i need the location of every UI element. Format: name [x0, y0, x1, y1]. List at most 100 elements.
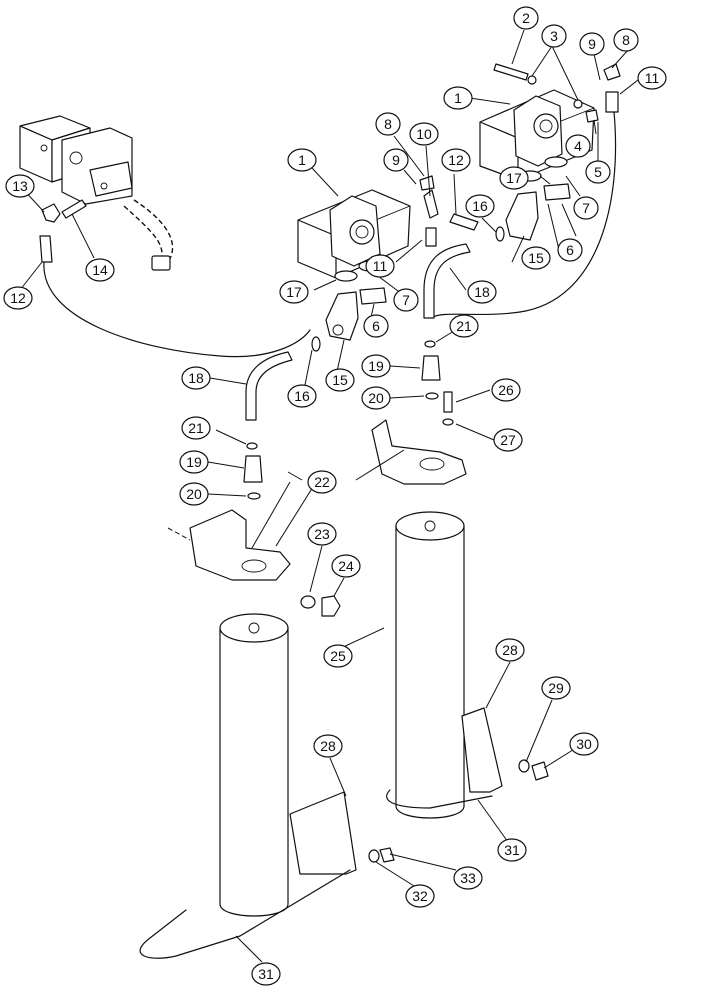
svg-text:2: 2	[522, 10, 530, 26]
callout-26: 26	[491, 378, 521, 402]
callout-2: 2	[513, 6, 539, 30]
svg-text:19: 19	[186, 454, 202, 470]
svg-text:8: 8	[622, 32, 630, 48]
callout-1-mid: 1	[287, 148, 317, 172]
washer-3b	[573, 99, 583, 109]
washer-23	[300, 595, 316, 609]
callout-31-right: 31	[497, 838, 527, 862]
svg-text:8: 8	[384, 116, 392, 132]
nut-30	[531, 761, 549, 781]
svg-text:24: 24	[338, 558, 354, 574]
callout-24: 24	[331, 554, 361, 578]
callout-18-right: 18	[467, 280, 497, 304]
svg-text:22: 22	[314, 474, 330, 490]
callout-27: 27	[493, 428, 523, 452]
elbow-15-right	[505, 191, 539, 241]
callout-19-left: 19	[179, 450, 209, 474]
callout-29: 29	[541, 676, 571, 700]
svg-text:4: 4	[574, 138, 582, 154]
callout-9-right: 9	[579, 32, 605, 56]
solenoid-valve	[19, 115, 133, 205]
callout-30: 30	[569, 732, 599, 756]
callout-6-mid: 6	[363, 314, 389, 338]
o-ring-20-right	[425, 392, 439, 400]
bracket-22-left	[189, 509, 291, 581]
svg-text:32: 32	[412, 888, 428, 904]
callout-7-right: 7	[573, 196, 599, 220]
washer-27	[442, 418, 454, 426]
bolt-2	[493, 63, 529, 81]
callout-28-right: 28	[495, 638, 525, 662]
svg-text:28: 28	[502, 642, 518, 658]
svg-text:1: 1	[298, 152, 306, 168]
svg-text:21: 21	[456, 318, 472, 334]
svg-text:27: 27	[500, 432, 516, 448]
callout-15-mid: 15	[325, 368, 355, 392]
plug-6-mid	[359, 287, 387, 305]
u-bolt-31-right	[386, 789, 493, 809]
callout-11-right: 11	[637, 66, 667, 90]
svg-text:18: 18	[188, 370, 204, 386]
svg-text:23: 23	[314, 526, 330, 542]
callout-4: 4	[565, 134, 591, 158]
u-bolt-31-left	[139, 869, 351, 959]
fitting-12-left	[39, 235, 53, 263]
callout-15-right: 15	[521, 246, 551, 270]
svg-text:15: 15	[332, 372, 348, 388]
callout-25: 25	[323, 644, 353, 668]
washer-29	[518, 759, 530, 773]
svg-text:30: 30	[576, 736, 592, 752]
elbow-15-mid	[325, 291, 359, 341]
svg-text:9: 9	[588, 36, 596, 52]
callout-19-right: 19	[361, 354, 391, 378]
callout-8-mid: 8	[375, 112, 401, 136]
svg-text:20: 20	[186, 486, 202, 502]
o-ring-7-right	[544, 156, 568, 168]
svg-text:33: 33	[460, 870, 476, 886]
hose-left	[43, 261, 311, 358]
fitting-13	[41, 203, 61, 223]
svg-text:12: 12	[448, 152, 464, 168]
svg-text:15: 15	[528, 250, 544, 266]
callout-10: 10	[409, 122, 439, 146]
svg-text:26: 26	[498, 382, 514, 398]
callout-11-mid: 11	[365, 254, 395, 278]
callout-3: 3	[541, 24, 567, 48]
o-ring-21-right	[424, 340, 436, 348]
callout-1-right: 1	[443, 86, 473, 110]
fitting-8-mid	[419, 175, 435, 191]
nut-24	[321, 595, 341, 617]
accumulator-right	[395, 511, 465, 819]
callout-12-mid: 12	[441, 148, 471, 172]
svg-text:3: 3	[550, 28, 558, 44]
o-ring-21-left	[246, 442, 258, 450]
callout-20-right: 20	[361, 386, 391, 410]
callout-17-right: 17	[499, 166, 529, 190]
svg-text:20: 20	[368, 390, 384, 406]
callout-14: 14	[85, 258, 115, 282]
callout-16-right: 16	[465, 194, 495, 218]
callout-12-left: 12	[3, 286, 33, 310]
svg-text:10: 10	[416, 126, 432, 142]
o-ring-20-left	[247, 492, 261, 500]
bracket-22-right	[371, 419, 467, 485]
callout-18-left: 18	[181, 366, 211, 390]
fitting-11-right	[605, 91, 619, 113]
callout-20-left: 20	[179, 482, 209, 506]
nut-33	[379, 847, 395, 863]
svg-text:19: 19	[368, 358, 384, 374]
wire-connector	[151, 255, 171, 271]
svg-text:31: 31	[504, 842, 520, 858]
svg-text:21: 21	[188, 420, 204, 436]
svg-text:17: 17	[506, 170, 522, 186]
callout-21-right: 21	[449, 314, 479, 338]
callout-7-mid: 7	[393, 288, 419, 312]
accumulator-left	[219, 613, 289, 917]
washer-3a	[527, 75, 537, 85]
adapter-19-left	[243, 455, 263, 483]
callout-16-mid: 16	[287, 384, 317, 408]
callout-32: 32	[405, 884, 435, 908]
svg-text:7: 7	[582, 200, 590, 216]
